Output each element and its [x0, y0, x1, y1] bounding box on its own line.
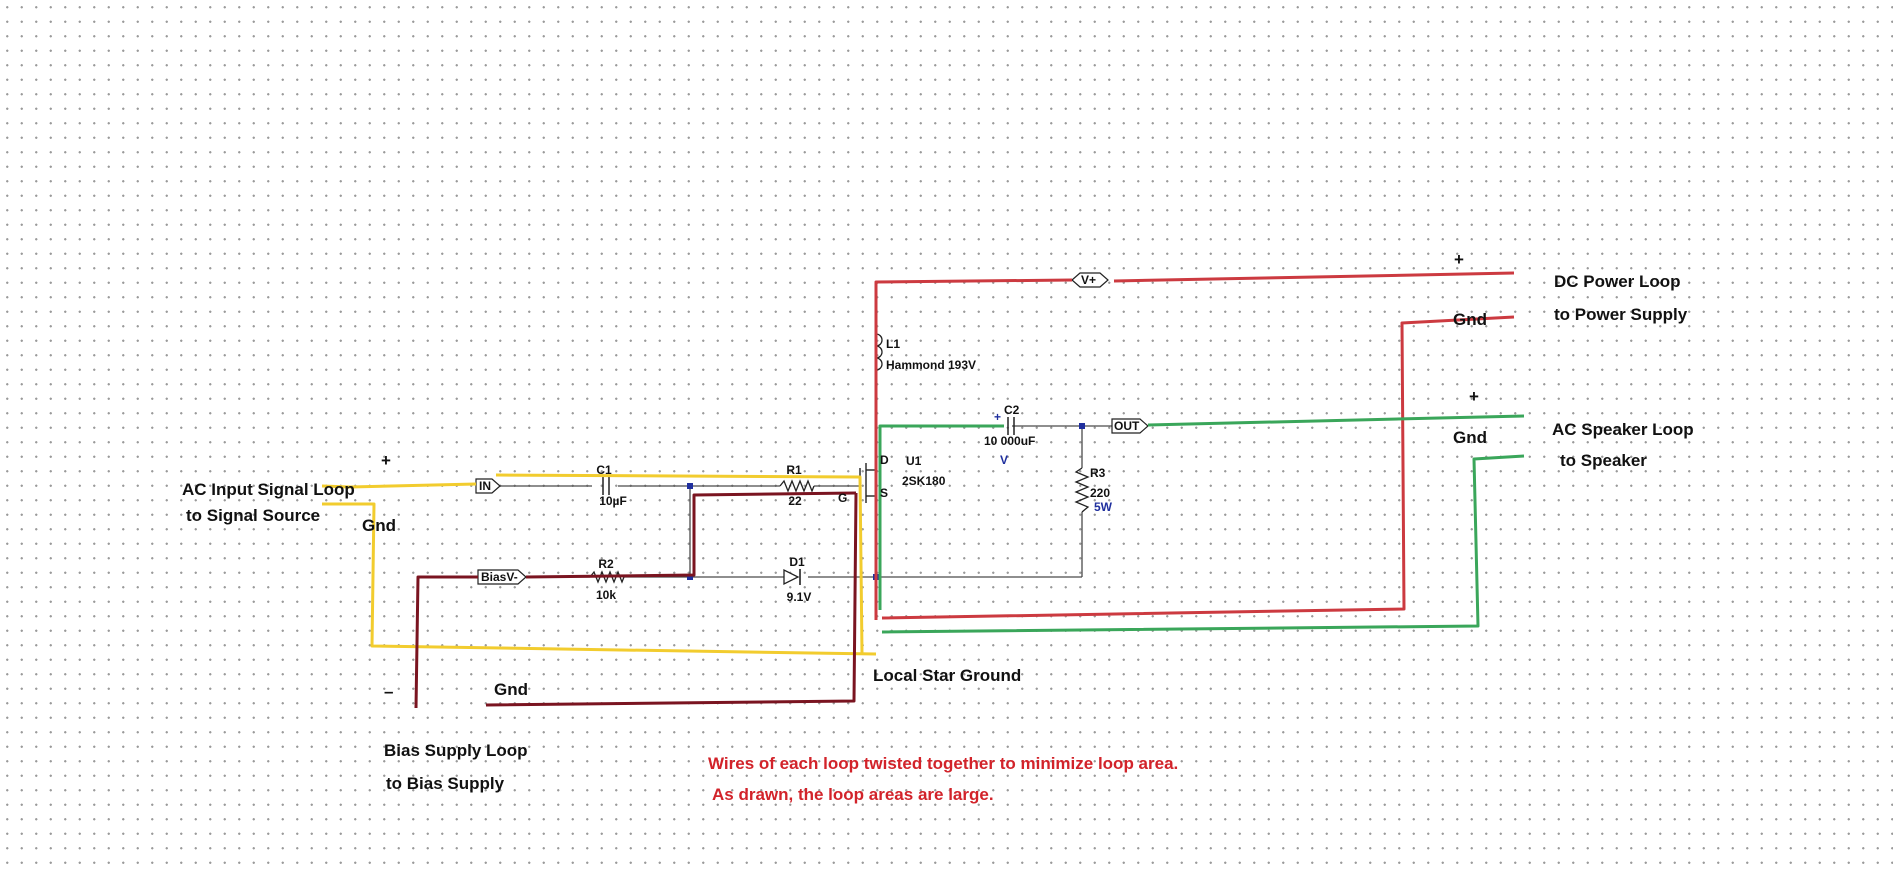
- bias-loop-wire-gnd: [485, 492, 858, 707]
- port-vplus-outline: [1071, 272, 1109, 288]
- port-bias-label: BiasV-: [481, 570, 518, 584]
- u1-pin-g-label: G: [838, 491, 847, 505]
- port-vplus: V+: [1071, 272, 1109, 288]
- r1-value-label: 22: [788, 494, 802, 508]
- c2-value-label: 10 000uF: [984, 434, 1035, 448]
- speaker-loop-wire-gnd: [881, 454, 1525, 634]
- port-in-label: IN: [479, 479, 491, 493]
- port-bias: BiasV-: [477, 569, 527, 585]
- signal-loop-wire-plus: [321, 482, 477, 489]
- resistor-r3-symbol: [1074, 467, 1090, 513]
- c2-ref-label: C2: [1004, 403, 1020, 417]
- note-line-1: Wires of each loop twisted together to m…: [708, 754, 1178, 773]
- r2-value-label: 10k: [596, 588, 616, 602]
- diode-d1-symbol: [783, 568, 801, 586]
- u1-pin-d-label: D: [880, 453, 889, 467]
- bias-loop-gnd: Gnd: [494, 680, 528, 699]
- c2-polarity-mark: +: [994, 410, 1001, 424]
- u1-pin-s-label: S: [880, 486, 888, 500]
- power-loop-gnd: Gnd: [1453, 310, 1487, 329]
- input-loop-plus: +: [381, 451, 391, 470]
- capacitor-c2-symbol: [1007, 417, 1015, 435]
- junction-dot: [1079, 423, 1085, 429]
- u1-part-label: 2SK180: [902, 474, 946, 488]
- r3-ref-label: R3: [1090, 466, 1106, 480]
- speaker-loop-plus: +: [1469, 387, 1479, 406]
- speaker-loop-wire-plus-out: [1147, 414, 1525, 427]
- d1-ref-label: D1: [789, 555, 805, 569]
- c2-rating-label: V: [1000, 453, 1008, 467]
- r1-ref-label: R1: [786, 463, 802, 477]
- l1-ref-label: L1: [886, 337, 900, 351]
- power-loop-plus: +: [1454, 250, 1464, 269]
- input-loop-title: AC Input Signal Loop: [182, 480, 355, 499]
- capacitor-c1-symbol: [602, 477, 610, 495]
- speaker-loop-subtitle: to Speaker: [1560, 451, 1647, 470]
- bias-loop-wire-to-gate: [525, 491, 857, 579]
- bias-loop-subtitle: to Bias Supply: [386, 774, 505, 793]
- speaker-loop-gnd: Gnd: [1453, 428, 1487, 447]
- input-loop-gnd: Gnd: [362, 516, 396, 535]
- speaker-loop-title: AC Speaker Loop: [1552, 420, 1694, 439]
- port-in: IN: [475, 478, 501, 494]
- junction-dot: [687, 483, 693, 489]
- resistor-r1-symbol: [779, 479, 815, 493]
- c1-ref-label: C1: [596, 463, 612, 477]
- port-out: OUT: [1111, 418, 1149, 434]
- r2-ref-label: R2: [598, 557, 614, 571]
- signal-loop-wire-input-to-gate: [495, 473, 864, 655]
- bias-loop-wire-minus: [414, 575, 478, 709]
- inductor-l1-symbol: [875, 333, 883, 371]
- r3-value-label: 220: [1090, 486, 1110, 500]
- junction-dot: [687, 574, 693, 580]
- port-in-outline: [475, 478, 501, 494]
- power-loop-wire-plus: [874, 278, 1073, 620]
- l1-value-label: Hammond 193V: [886, 358, 976, 372]
- c1-value-label: 10µF: [599, 494, 627, 508]
- bias-loop-title: Bias Supply Loop: [384, 741, 528, 760]
- power-loop-subtitle: to Power Supply: [1554, 305, 1688, 324]
- port-out-label: OUT: [1114, 419, 1140, 433]
- power-loop-wire-gnd: [881, 315, 1515, 620]
- d1-value-label: 9.1V: [787, 590, 812, 604]
- schematic-wires: [498, 340, 1112, 620]
- d1-anode-triangle: [783, 568, 800, 586]
- port-bias-outline: [477, 569, 527, 585]
- local-star-ground-label: Local Star Ground: [873, 666, 1021, 685]
- mosfet-u1-symbol: [859, 463, 876, 503]
- power-loop-wire-plus-supply: [1113, 271, 1515, 283]
- port-out-outline: [1111, 418, 1149, 434]
- port-vplus-label: V+: [1081, 273, 1096, 287]
- speaker-loop-wire-plus: [878, 424, 1004, 610]
- power-loop-title: DC Power Loop: [1554, 272, 1681, 291]
- note-line-2: As drawn, the loop areas are large.: [712, 785, 994, 804]
- signal-loop-wire-gnd: [322, 502, 877, 656]
- input-loop-subtitle: to Signal Source: [186, 506, 320, 525]
- bias-loop-minus: –: [384, 682, 393, 701]
- u1-ref-label: U1: [906, 454, 922, 468]
- r3-rating-label: 5W: [1094, 500, 1113, 514]
